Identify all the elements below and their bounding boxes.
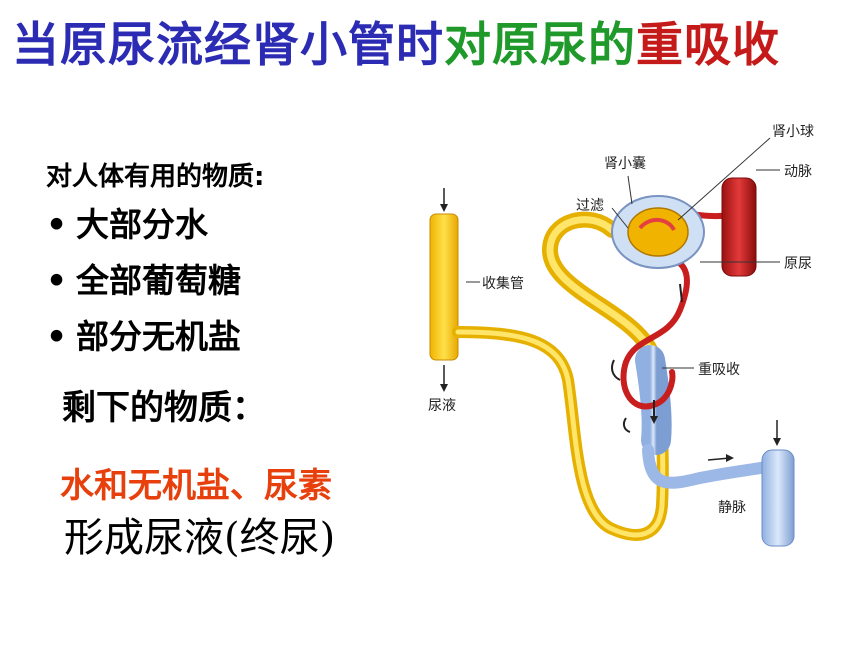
title-part-3: 重吸收	[636, 18, 780, 73]
arrowhead-in	[440, 204, 448, 212]
title-part-2: 对原尿的	[444, 18, 636, 73]
collecting-duct	[429, 213, 459, 361]
list-item-label: 部分无机盐	[76, 317, 241, 356]
arrowhead-out	[440, 384, 448, 392]
list-item: •部分无机盐	[46, 312, 241, 368]
result-text: 形成尿液(终尿)	[64, 515, 336, 561]
remaining-heading: 剩下的物质：	[62, 388, 266, 428]
list-item-label: 全部葡萄糖	[76, 261, 241, 300]
vein	[761, 449, 795, 547]
label-capsule: 肾小囊	[604, 155, 646, 172]
flow-arrow	[679, 283, 683, 303]
bullet-dot: •	[46, 261, 68, 300]
bullet-dot: •	[46, 317, 68, 356]
nephron-diagram: 肾小球 肾小囊 动脉 过滤 收集管 原尿 重吸收 尿液 静脉	[428, 124, 814, 547]
bullet-dot: •	[46, 205, 68, 244]
remaining-items: 水和无机盐、尿素	[60, 466, 332, 506]
list-item: •大部分水	[46, 200, 241, 256]
label-glomerulus: 肾小球	[772, 124, 814, 140]
useful-substances-heading: 对人体有用的物质:	[46, 162, 265, 192]
label-primary-urine: 原尿	[784, 256, 812, 272]
efferent-vein	[642, 444, 778, 489]
vein-arrowhead	[773, 438, 781, 446]
label-urine: 尿液	[428, 398, 456, 414]
glomerulus	[627, 207, 689, 257]
artery	[721, 177, 757, 277]
slide-title: 当原尿流经肾小管时对原尿的重吸收	[12, 6, 780, 75]
label-reabsorption: 重吸收	[698, 362, 740, 378]
title-part-1: 当原尿流经肾小管时	[12, 18, 444, 73]
label-artery: 动脉	[784, 164, 812, 180]
list-item: •全部葡萄糖	[46, 256, 241, 312]
useful-substances-list: •大部分水 •全部葡萄糖 •部分无机盐	[46, 200, 241, 368]
list-item-label: 大部分水	[76, 205, 208, 244]
label-filtration: 过滤	[576, 198, 604, 214]
flow-arrow	[622, 417, 631, 433]
flow-arrow	[611, 359, 621, 381]
label-collecting-duct: 收集管	[482, 275, 524, 292]
label-vein: 静脉	[718, 500, 746, 516]
